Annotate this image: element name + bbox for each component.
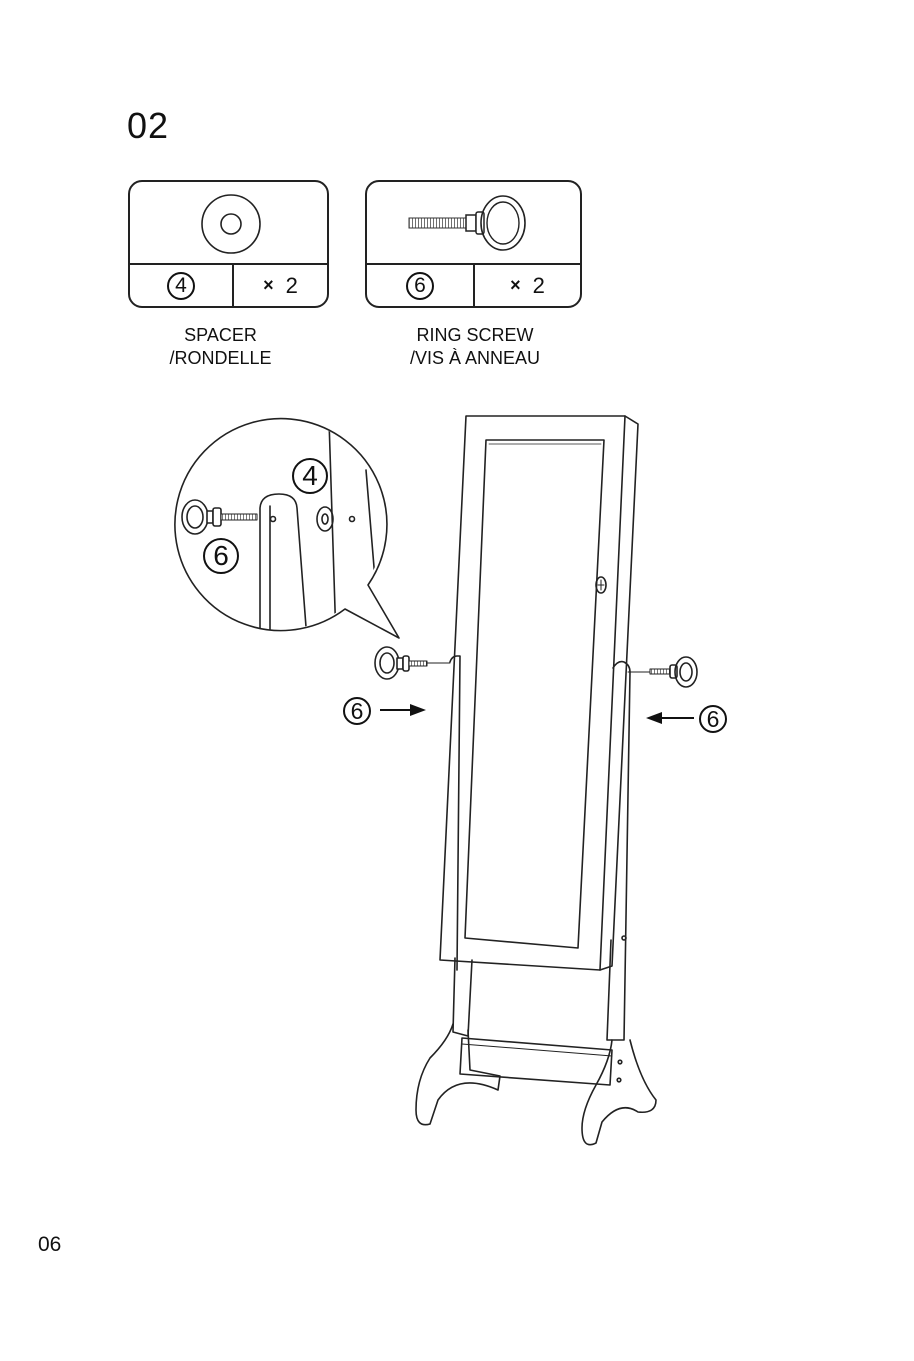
arrow-right-icon — [380, 704, 426, 716]
callout-screw-left: 6 — [343, 697, 371, 725]
mirror-cabinet — [440, 416, 638, 970]
ring-screw-right — [628, 657, 697, 687]
ring-screw-left — [375, 647, 450, 679]
callout-screw-detail: 6 — [203, 538, 239, 574]
detail-magnifier — [175, 419, 399, 640]
page-number: 06 — [38, 1233, 61, 1257]
callout-spacer: 4 — [292, 458, 328, 494]
arrow-left-icon — [646, 712, 694, 724]
callout-screw-right: 6 — [699, 705, 727, 733]
